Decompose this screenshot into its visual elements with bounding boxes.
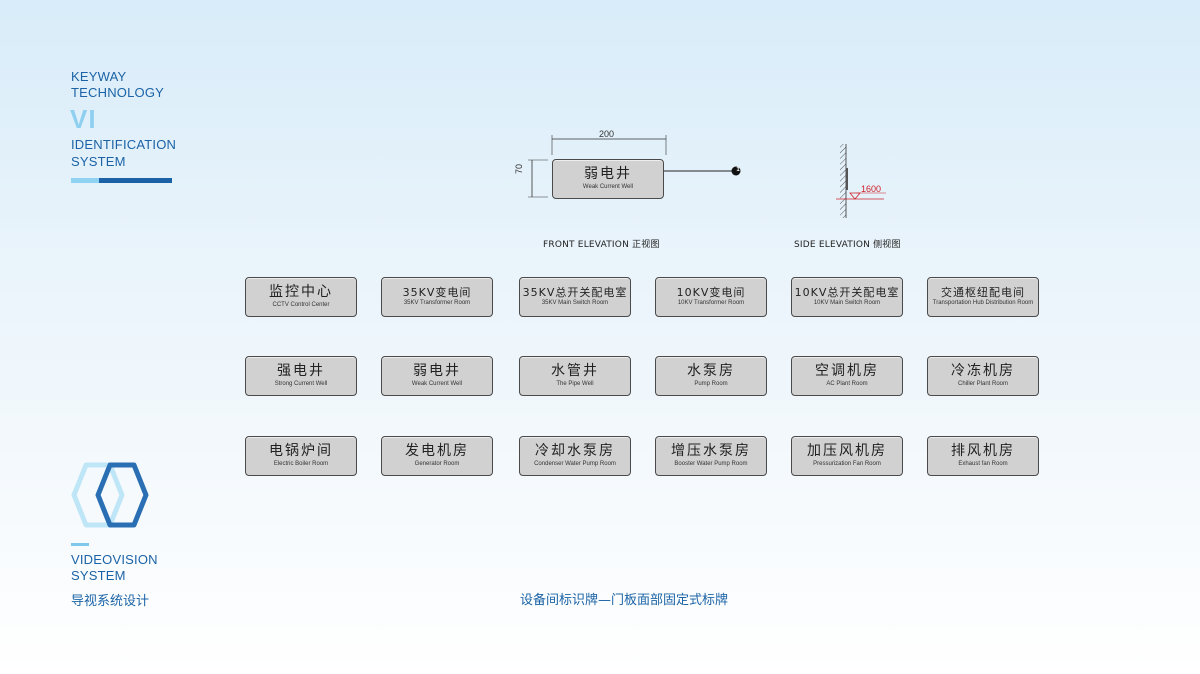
brand-videovision: VIDEOVISION xyxy=(71,552,158,567)
sign-cn-label: 冷却水泵房 xyxy=(535,443,615,459)
brand-system-bottom: SYSTEM xyxy=(71,568,126,583)
equipment-room-sign: 水泵房 Pump Room xyxy=(655,356,767,396)
sign-en-label: AC Plant Room xyxy=(826,381,868,387)
sign-cn-label: 冷冻机房 xyxy=(951,363,1015,379)
front-sign-cn: 弱电井 xyxy=(584,166,632,182)
sign-cn-label: 35KV总开关配电室 xyxy=(522,286,628,299)
sign-cn-label: 空调机房 xyxy=(815,363,879,379)
sign-en-label: Generator Room xyxy=(414,461,460,467)
sign-cn-label: 排风机房 xyxy=(951,443,1015,459)
sign-cn-label: 电锅炉间 xyxy=(269,443,333,459)
side-height-dimension: 1600 xyxy=(861,184,882,194)
accent-bar-light xyxy=(71,178,99,183)
sign-cn-label: 水管井 xyxy=(551,363,599,379)
brand-technology: TECHNOLOGY xyxy=(71,85,165,100)
sign-en-label: Pressurization Fan Room xyxy=(813,461,881,467)
sign-en-label: Weak Current Well xyxy=(411,381,463,387)
equipment-room-sign: 电锅炉间 Electric Boiler Room xyxy=(245,436,357,476)
sign-cn-label: 加压风机房 xyxy=(807,443,887,459)
hexagon-logo-icon xyxy=(71,462,149,528)
sign-en-label: 35KV Main Switch Room xyxy=(541,300,609,306)
brand-vi: VI xyxy=(70,104,97,134)
sign-cn-label: 增压水泵房 xyxy=(671,443,751,459)
height-dimension: 70 xyxy=(514,163,524,174)
sign-en-label: Condenser Water Pump Room xyxy=(534,461,616,467)
sign-en-label: Transportation Hub Distribution Room xyxy=(932,300,1034,306)
sign-en-label: 10KV Transformer Room xyxy=(677,300,745,306)
front-sign-en: Weak Current Well xyxy=(582,184,634,190)
sign-cn-label: 35KV变电间 xyxy=(402,286,472,299)
equipment-room-sign: 监控中心 CCTV Control Center xyxy=(245,277,357,317)
sign-en-label: 35KV Transformer Room xyxy=(403,300,471,306)
equipment-room-sign: 冷冻机房 Chiller Plant Room xyxy=(927,356,1039,396)
sign-cn-label: 10KV变电间 xyxy=(676,286,746,299)
sign-en-label: Chiller Plant Room xyxy=(957,381,1009,387)
equipment-room-sign: 空调机房 AC Plant Room xyxy=(791,356,903,396)
brand-identification: IDENTIFICATION xyxy=(71,137,177,152)
sign-en-label: Strong Current Well xyxy=(274,381,328,387)
sign-en-label: Electric Boiler Room xyxy=(273,461,329,467)
equipment-room-sign: 发电机房 Generator Room xyxy=(381,436,493,476)
accent-bar-dark xyxy=(99,178,172,183)
sign-cn-label: 强电井 xyxy=(277,363,325,379)
sign-cn-label: 发电机房 xyxy=(405,443,469,459)
width-dimension: 200 xyxy=(599,129,615,139)
brand-system: SYSTEM xyxy=(71,154,126,169)
equipment-room-sign: 冷却水泵房 Condenser Water Pump Room xyxy=(519,436,631,476)
elevation-marker-icon xyxy=(849,192,861,200)
side-elevation-drawing xyxy=(836,144,886,218)
callout-number: 1 xyxy=(736,167,740,173)
sign-en-label: Pump Room xyxy=(694,381,728,387)
sign-cn-label: 10KV总开关配电室 xyxy=(794,286,900,299)
equipment-room-sign: 增压水泵房 Booster Water Pump Room xyxy=(655,436,767,476)
sign-cn-label: 水泵房 xyxy=(687,363,735,379)
sign-cn-label: 监控中心 xyxy=(269,284,333,300)
front-elevation-sign: 弱电井 Weak Current Well xyxy=(552,159,664,199)
equipment-room-sign: 水管井 The Pipe Well xyxy=(519,356,631,396)
sign-en-label: The Pipe Well xyxy=(556,381,594,387)
equipment-room-sign: 强电井 Strong Current Well xyxy=(245,356,357,396)
side-elevation-label: SIDE ELEVATION 侧视图 xyxy=(794,240,901,250)
equipment-room-sign: 弱电井 Weak Current Well xyxy=(381,356,493,396)
sign-en-label: CCTV Control Center xyxy=(272,302,330,308)
sign-cn-label: 弱电井 xyxy=(413,363,461,379)
brand-keyway: KEYWAY xyxy=(71,69,127,84)
front-elevation-drawing xyxy=(528,135,741,198)
sign-en-label: Booster Water Pump Room xyxy=(674,461,748,467)
sign-en-label: Exhaust fan Room xyxy=(958,461,1008,467)
sign-cn-label: 交通枢纽配电间 xyxy=(941,286,1025,299)
cn-subtitle: 导视系统设计 xyxy=(71,594,150,609)
equipment-room-sign: 加压风机房 Pressurization Fan Room xyxy=(791,436,903,476)
page-caption: 设备间标识牌—门板面部固定式标牌 xyxy=(520,593,729,608)
front-elevation-label: FRONT ELEVATION 正视图 xyxy=(543,240,660,250)
sign-en-label: 10KV Main Switch Room xyxy=(813,300,881,306)
equipment-room-sign: 排风机房 Exhaust fan Room xyxy=(927,436,1039,476)
divider-dash xyxy=(71,543,89,546)
callout-marker-icon xyxy=(731,166,741,176)
